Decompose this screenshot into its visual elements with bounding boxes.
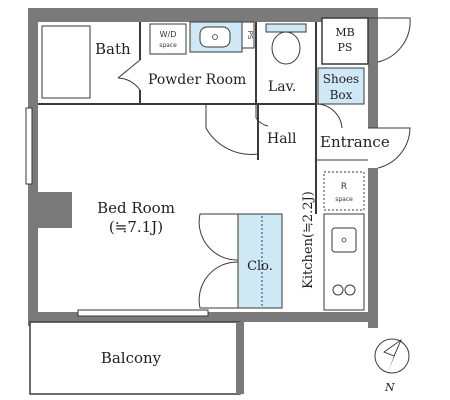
ps-small-label: PS <box>246 31 254 40</box>
wall-left <box>28 8 38 326</box>
balcony-label: Balcony <box>101 349 162 367</box>
compass-circle <box>374 338 410 374</box>
bath-label: Bath <box>95 40 131 58</box>
wall-top <box>28 8 378 18</box>
hall-door-left <box>205 104 259 155</box>
north-arrow-icon: N <box>374 338 410 394</box>
lav-door <box>255 104 269 127</box>
mb-label: MB <box>335 26 354 39</box>
kitchen-sink <box>331 227 357 253</box>
shoes-label-line2: Box <box>330 88 353 102</box>
wd-label-line2: space <box>159 42 177 49</box>
balcony-outline <box>29 321 241 395</box>
lav-label: Lav. <box>268 79 296 95</box>
closet <box>198 213 283 309</box>
toilet-bowl <box>271 31 301 65</box>
window-left <box>25 107 33 185</box>
bed-room-label: Bed Room <box>97 199 175 217</box>
shoes-label-line1: Shoes <box>323 72 359 86</box>
lavatory <box>256 22 317 160</box>
stove-burner-2 <box>344 284 356 296</box>
shoes-box <box>317 67 365 105</box>
closet-door-top <box>198 213 239 261</box>
wall-left-pillar <box>38 192 72 228</box>
wd-label-line1: W/D <box>160 30 177 39</box>
toilet-tank <box>265 23 307 33</box>
kitchen-sink-drain <box>341 237 347 243</box>
bed-room-size-label: (≒7.1J) <box>109 218 163 236</box>
north-label: N <box>384 381 395 394</box>
entrance-label: Entrance <box>320 133 390 151</box>
balcony-rail <box>236 322 244 394</box>
sink-basin <box>199 26 231 48</box>
kitchen-label: Kitchen(≒2.2J) <box>301 191 316 289</box>
ps-shaft: PS <box>241 21 257 104</box>
shoes-box-outline <box>317 67 365 105</box>
compass-needle-light <box>383 338 402 357</box>
entrance-inner-door <box>315 103 343 129</box>
hall-entrance <box>38 103 411 169</box>
mb-door-swing <box>368 17 411 63</box>
r-space: R space <box>323 171 365 211</box>
closet-outline <box>237 213 283 309</box>
stove-burner-1 <box>332 284 344 296</box>
balcony <box>29 309 244 395</box>
wall-right-upper <box>368 8 378 128</box>
bedroom-window <box>25 107 33 185</box>
labels: Bath Powder Room Lav. MB PS Shoes Box Ha… <box>95 26 390 367</box>
mb-ps-box <box>321 17 411 65</box>
powder-room-label: Powder Room <box>148 72 246 88</box>
wd-space: W/D space <box>149 23 187 55</box>
r-label-line1: R <box>341 182 347 192</box>
wall-bottom <box>28 312 378 322</box>
entrance-front-door <box>368 127 411 169</box>
wall-top-interior <box>38 18 368 22</box>
mb-ps-outline <box>321 17 369 65</box>
r-space-box <box>323 171 365 211</box>
wd-box <box>149 23 187 55</box>
closet-door-bottom <box>198 261 239 309</box>
bath-door-swing <box>117 59 141 91</box>
walls <box>28 8 378 328</box>
ps-label: PS <box>338 41 353 54</box>
closet-label: Clo. <box>247 259 273 274</box>
sink-drain <box>212 34 218 40</box>
hall-label: Hall <box>267 131 297 147</box>
kitchen <box>315 160 365 311</box>
bathtub <box>41 25 91 99</box>
balcony-sash <box>77 309 209 317</box>
wall-right-lower <box>368 168 378 328</box>
powder-sink <box>189 21 243 53</box>
r-label-line2: space <box>335 196 353 203</box>
ps-small-box <box>241 21 255 49</box>
